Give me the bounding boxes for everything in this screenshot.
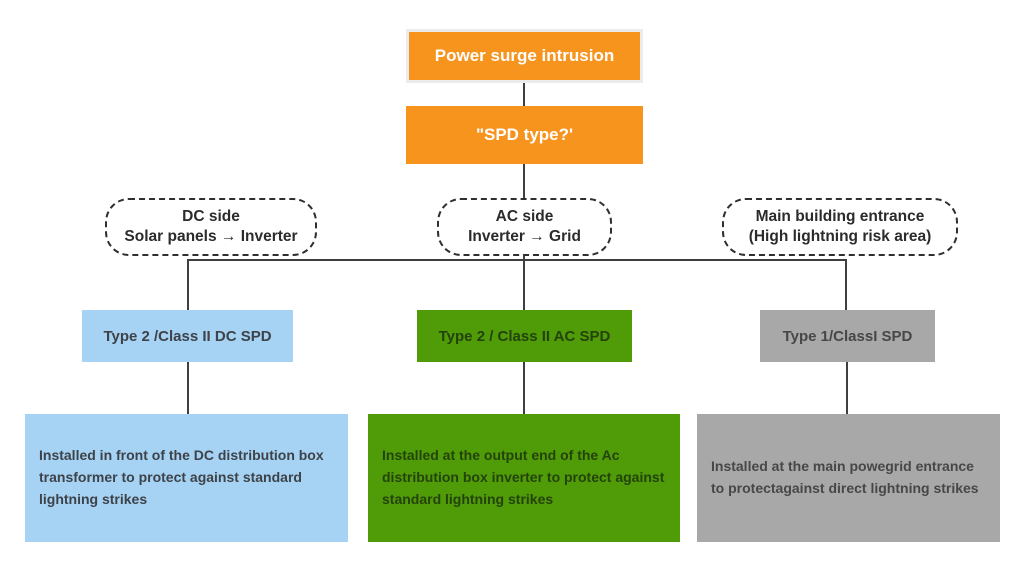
spd-type-ac-label: Type 2 / Class II AC SPD [438, 327, 611, 345]
question-node: "SPD type?' [406, 106, 643, 164]
connector-ac-to-ac-spd [523, 256, 525, 310]
condition-node-dc-side: DC side Solar panels → Inverter [105, 198, 317, 256]
spd-type-main-label: Type 1/ClassI SPD [782, 327, 913, 345]
description-node-main: Installed at the main powegrid entrance … [697, 414, 1000, 542]
spd-type-node-ac: Type 2 / Class II AC SPD [417, 310, 632, 362]
connector-branch-to-dc-spd [187, 259, 189, 310]
condition-node-ac-side: AC side Inverter → Grid [437, 198, 612, 256]
spd-type-node-main: Type 1/ClassI SPD [760, 310, 935, 362]
description-node-ac: Installed at the output end of the Ac di… [368, 414, 680, 542]
connector-ac-spd-to-desc [523, 362, 525, 414]
condition-main-line1: Main building entrance [755, 207, 925, 225]
condition-ac-line2: Inverter → Grid [468, 228, 581, 245]
root-node: Power surge intrusion [406, 29, 643, 83]
description-dc-text: Installed in front of the DC distributio… [39, 447, 324, 507]
condition-dc-line1: DC side [182, 207, 240, 225]
description-main-text: Installed at the main powegrid entrance … [711, 458, 979, 496]
spd-type-node-dc: Type 2 /Class II DC SPD [82, 310, 293, 362]
connector-main-spd-to-desc [846, 362, 848, 414]
question-label: "SPD type?' [475, 125, 574, 144]
root-label: Power surge intrusion [434, 46, 615, 65]
condition-node-main-entrance: Main building entrance (High lightning r… [722, 198, 958, 256]
connector-dc-spd-to-desc [187, 362, 189, 414]
connector-root-to-question [523, 83, 525, 106]
description-ac-text: Installed at the output end of the Ac di… [382, 447, 665, 507]
description-node-dc: Installed in front of the DC distributio… [25, 414, 348, 542]
connector-branch-to-main-spd [845, 259, 847, 310]
connector-branch-horizontal [187, 259, 846, 261]
condition-main-line2: (High lightning risk area) [748, 228, 932, 245]
condition-dc-line2: Solar panels → Inverter [124, 228, 298, 245]
spd-type-dc-label: Type 2 /Class II DC SPD [103, 327, 272, 345]
connector-question-to-ac [523, 164, 525, 198]
condition-ac-line1: AC side [495, 207, 554, 225]
